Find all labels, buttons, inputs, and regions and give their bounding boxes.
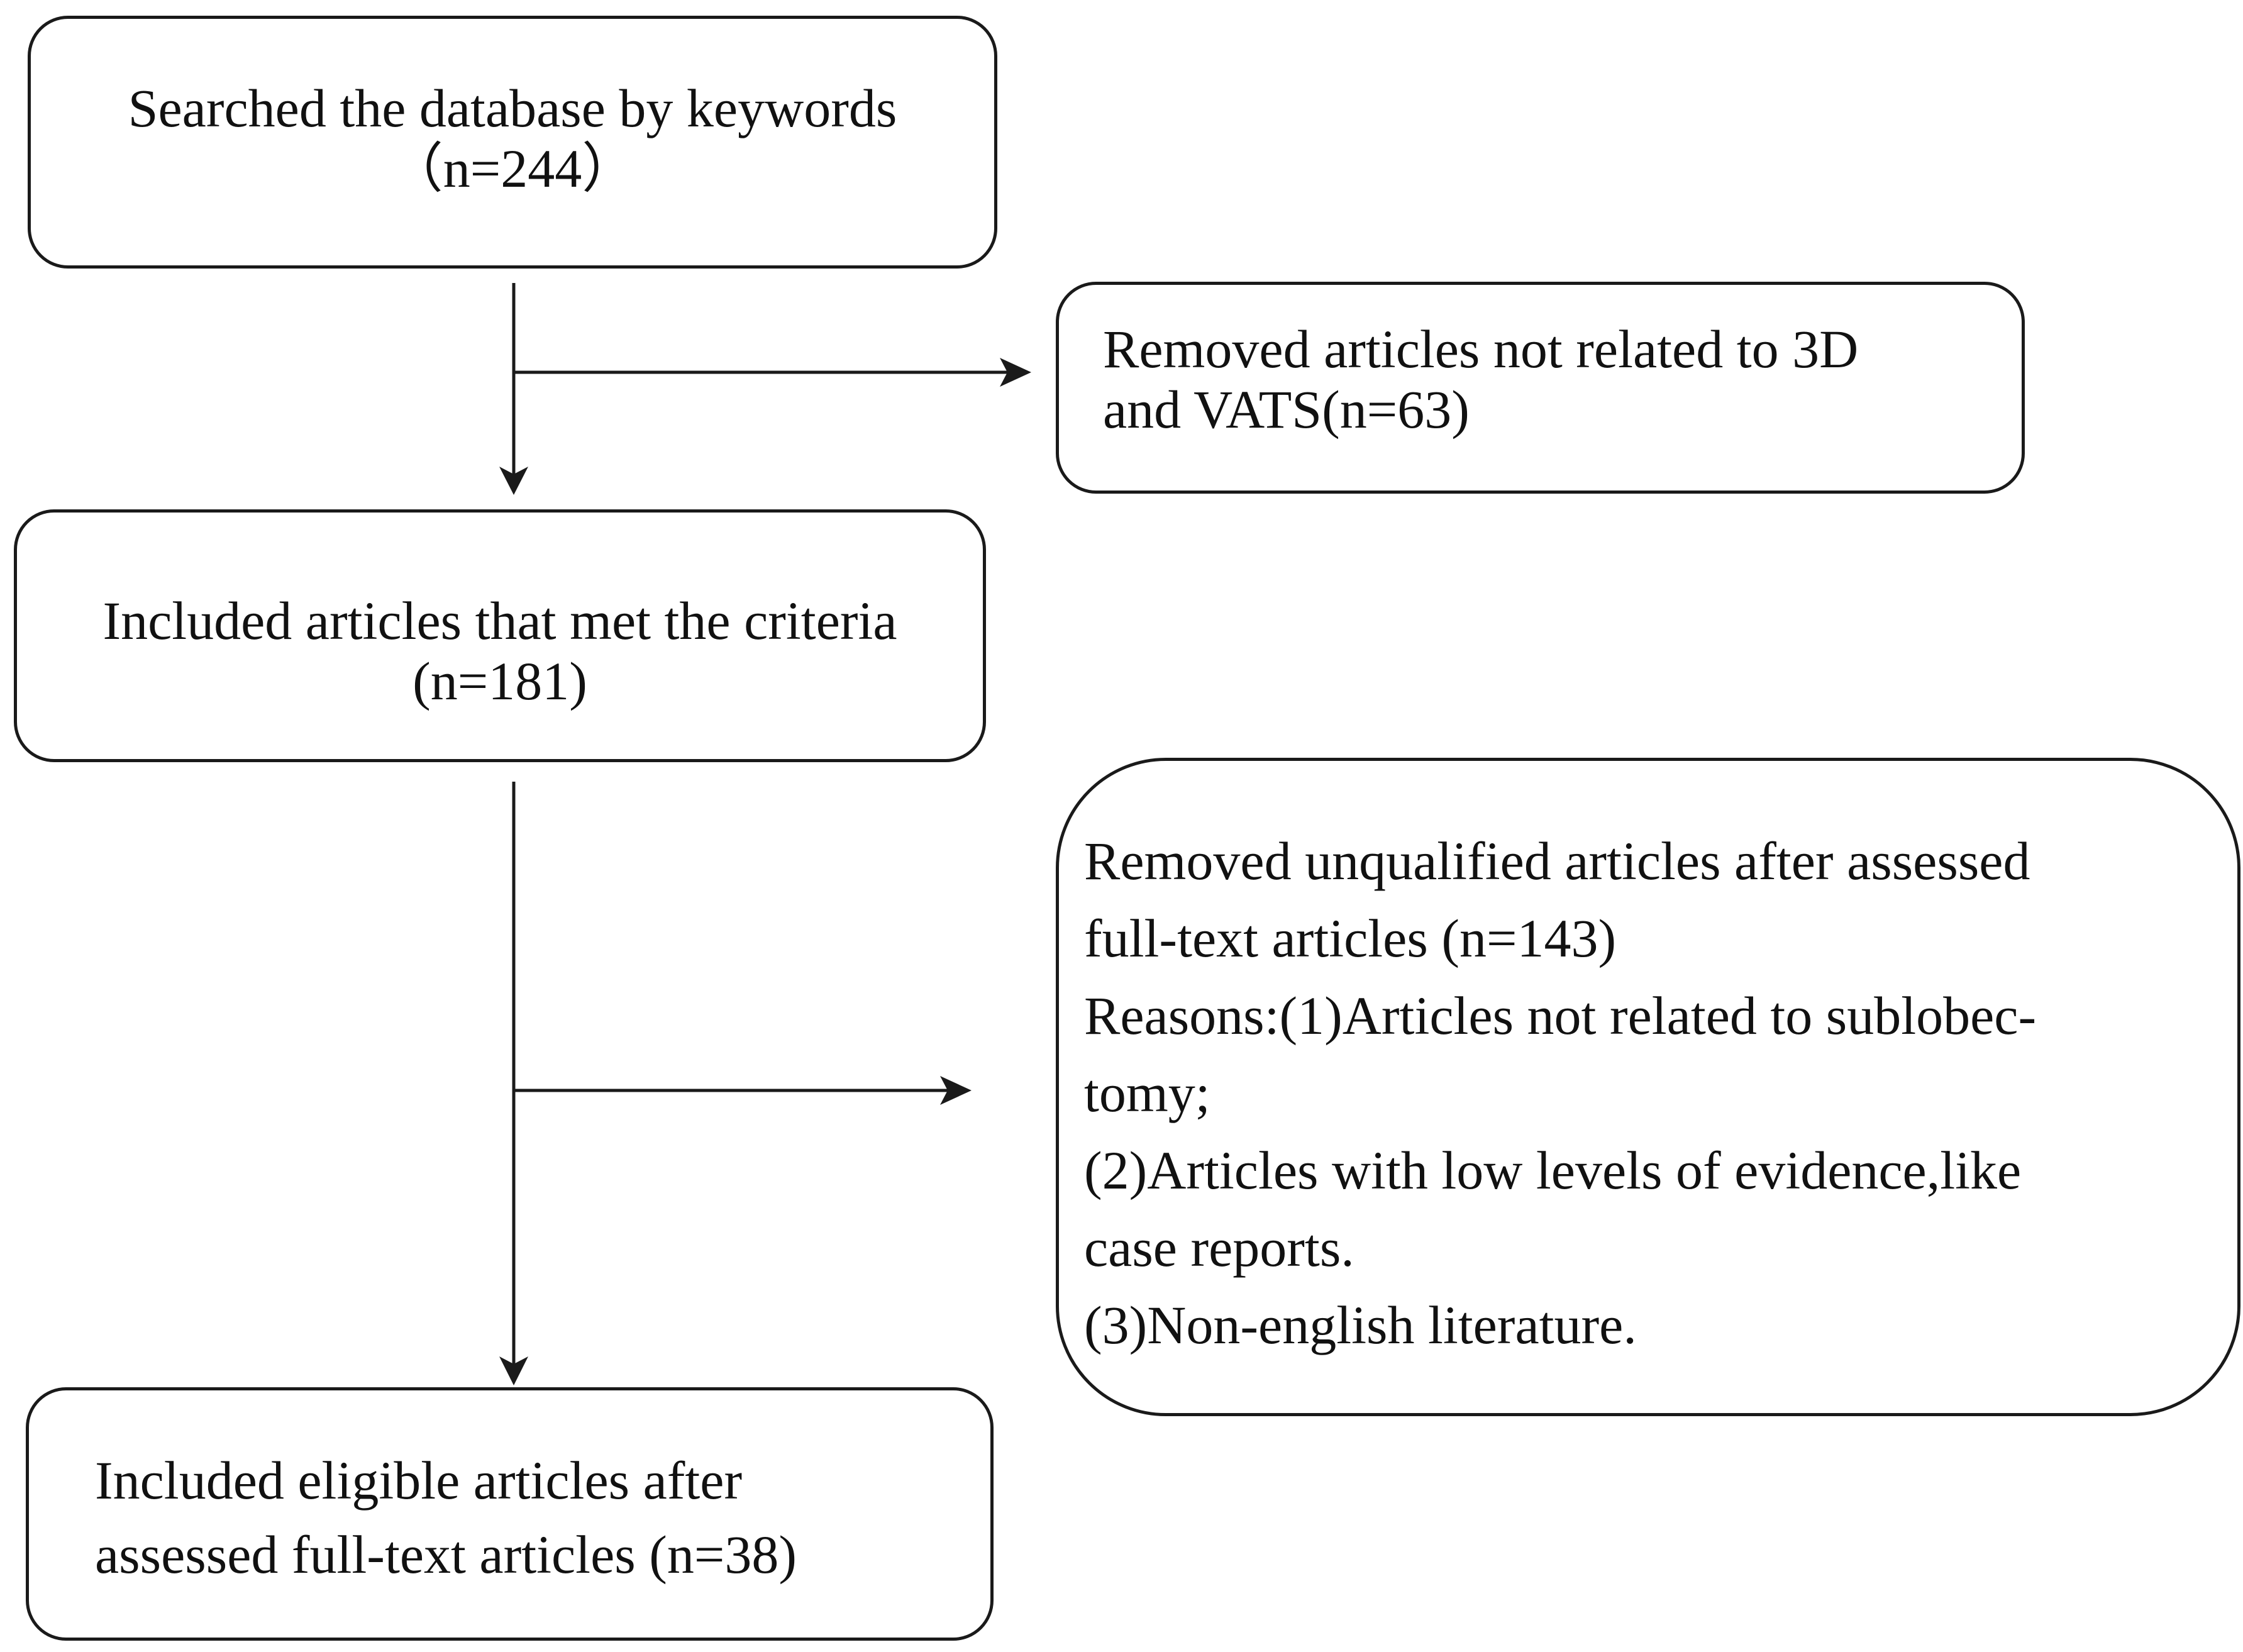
arrowhead-search-to-included: [499, 467, 528, 495]
removed-unqualified-line: Removed unqualified articles after asses…: [1084, 831, 2030, 891]
removed-unrelated-text-line2: and VATS(n=63): [1103, 379, 1470, 440]
removed-unqualified-line: Reasons:(1)Articles not related to sublo…: [1084, 985, 2037, 1046]
included-eligible-text-line1: Included eligible articles after: [95, 1450, 743, 1511]
included-criteria-box: Included articles that met the criteria …: [14, 509, 986, 762]
removed-unqualified-line: tomy;: [1084, 1063, 1210, 1123]
search-database-count: （n=244）: [389, 138, 636, 199]
included-criteria-text: Included articles that met the criteria: [102, 590, 897, 651]
removed-unqualified-line: case reports.: [1084, 1217, 1354, 1278]
removed-unqualified-line: full-text articles (n=143): [1084, 908, 1617, 968]
included-criteria-count: (n=181): [413, 651, 587, 711]
removed-unrelated-box: Removed articles not related to 3D and V…: [1056, 282, 2025, 494]
removed-unqualified-box: Removed unqualified articles after asses…: [1056, 758, 2240, 1416]
search-database-text: Searched the database by keywords: [128, 78, 897, 138]
included-eligible-box: Included eligible articles after assesse…: [26, 1387, 994, 1641]
included-eligible-text-line2: assessed full-text articles (n=38): [95, 1524, 797, 1585]
removed-unqualified-line: (3)Non-english literature.: [1084, 1295, 1637, 1355]
removed-unrelated-text-line1: Removed articles not related to 3D: [1103, 319, 1859, 379]
arrowhead-to-removed-2: [940, 1076, 972, 1105]
arrowhead-to-removed-1: [1000, 358, 1031, 387]
arrowhead-included-to-eligible: [499, 1356, 528, 1385]
removed-unqualified-line: (2)Articles with low levels of evidence,…: [1084, 1140, 2022, 1200]
search-database-box: Searched the database by keywords （n=244…: [28, 16, 997, 269]
